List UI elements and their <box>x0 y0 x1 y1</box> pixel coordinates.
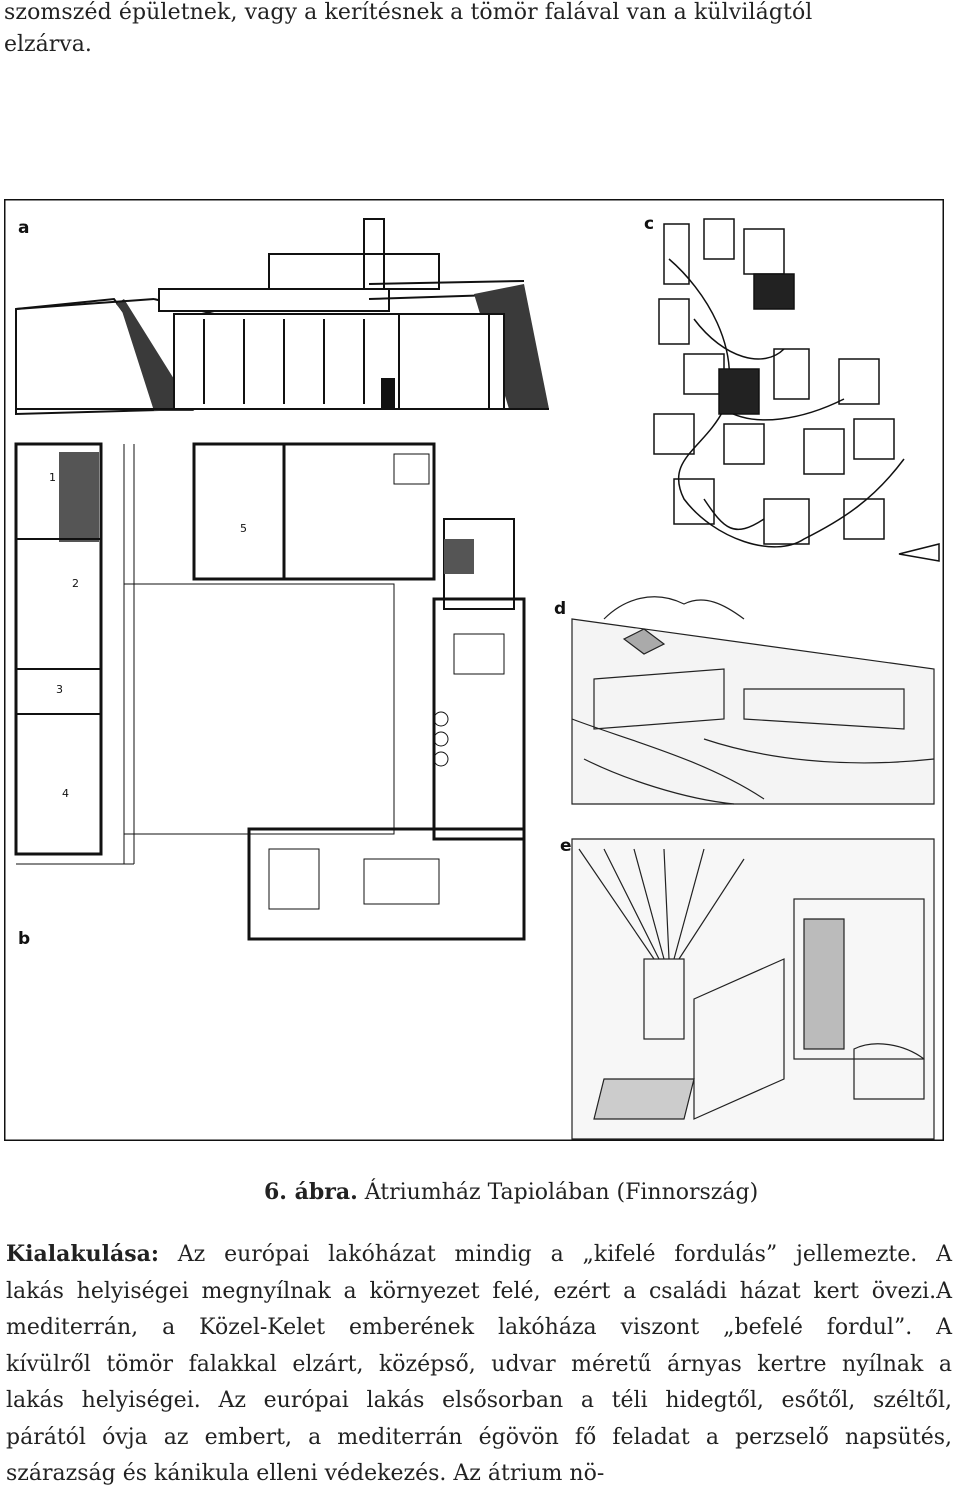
panel-label-e: e <box>560 836 572 856</box>
paragraph-line-1-text: Az európai lakóházat mindig a „kifelé fo… <box>158 1242 952 1267</box>
section-drawing-a <box>15 218 549 416</box>
paragraph-line-2: lakás helyiségei megnyílnak a környezet … <box>6 1278 952 1304</box>
paragraph-line-1: Kialakulása: Az európai lakóházat mindig… <box>6 1236 952 1274</box>
caption-number: 6. ábra. <box>264 1179 358 1205</box>
floor-plan-b <box>14 442 526 941</box>
site-plan-c <box>653 218 940 562</box>
paragraph-line-5: lakás helyiségei. Az európai lakás elsős… <box>6 1388 952 1413</box>
landscape-sketch-d <box>571 596 935 805</box>
top-text-line-1: szomszéd épületnek, vagy a kerítésnek a … <box>4 0 813 25</box>
paragraph-line-3: mediterrán, a Közel-Kelet emberének lakó… <box>6 1315 952 1340</box>
panel-label-b: b <box>18 929 30 949</box>
figure-caption: 6. ábra. Átriumház Tapiolában (Finnorszá… <box>264 1176 758 1209</box>
room-label-2: 2 <box>72 577 79 590</box>
room-label-5: 5 <box>240 522 247 535</box>
interior-sketch-e <box>571 838 935 1140</box>
room-label-3: 3 <box>56 683 63 696</box>
paragraph-line-4: kívülről tömör falakkal elzárt, középső,… <box>6 1351 952 1377</box>
panel-label-a: a <box>18 218 29 238</box>
panel-label-d: d <box>554 599 566 619</box>
atrium-house-figure: a b c d e 1 2 3 4 5 <box>4 199 944 1141</box>
paragraph-line-6: párától óvja az embert, a mediterrán égö… <box>6 1424 952 1450</box>
room-label-1: 1 <box>49 471 56 484</box>
body-paragraph: Kialakulása: Az európai lakóházat mindig… <box>6 1236 952 1493</box>
room-label-4: 4 <box>62 787 69 800</box>
paragraph-lead: Kialakulása: <box>6 1241 159 1267</box>
caption-title: Átriumház Tapiolában (Finnország) <box>357 1180 759 1205</box>
panel-label-c: c <box>644 214 654 234</box>
paragraph-line-7: szárazság és kánikula elleni védekezés. … <box>6 1461 605 1486</box>
top-text-line-2: elzárva. <box>4 32 92 57</box>
